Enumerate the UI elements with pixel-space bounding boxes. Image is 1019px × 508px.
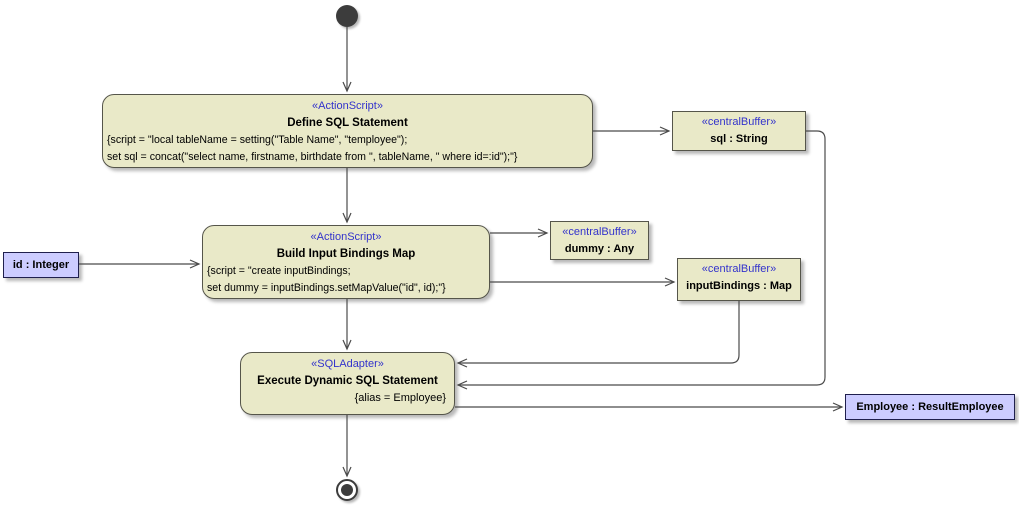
object-employee-result-employee: Employee : ResultEmployee: [845, 394, 1015, 420]
dummy-buffer-stereotype: «centralBuffer»: [562, 226, 637, 238]
define-sql-stereotype: «ActionScript»: [312, 100, 383, 112]
buffer-input-bindings-map: «centralBuffer» inputBindings : Map: [677, 258, 801, 301]
define-sql-script-line-1: {script = "local tableName = setting("Ta…: [107, 134, 408, 146]
execute-sql-title: Execute Dynamic SQL Statement: [257, 375, 438, 387]
edge-input-bindings-buffer-to-execute: [456, 301, 740, 368]
action-define-sql-statement: «ActionScript» Define SQL Statement {scr…: [102, 94, 593, 168]
buffer-dummy-any: «centralBuffer» dummy : Any: [550, 221, 649, 260]
buffer-sql-string: «centralBuffer» sql : String: [672, 111, 806, 151]
id-object-label: id : Integer: [12, 259, 70, 271]
action-build-input-bindings-map: «ActionScript» Build Input Bindings Map …: [202, 225, 490, 299]
sql-buffer-label: sql : String: [710, 133, 768, 145]
build-bindings-stereotype: «ActionScript»: [310, 231, 382, 243]
final-node-dot: [341, 484, 353, 496]
object-id-integer: id : Integer: [3, 252, 79, 278]
build-bindings-title: Build Input Bindings Map: [276, 248, 416, 260]
input-bindings-buffer-stereotype: «centralBuffer»: [701, 263, 777, 275]
execute-sql-alias-tag: {alias = Employee}: [354, 392, 446, 404]
build-bindings-script-line-2: set dummy = inputBindings.setMapValue("i…: [207, 282, 446, 294]
initial-node: [336, 5, 358, 27]
action-execute-dynamic-sql-statement: «SQLAdapter» Execute Dynamic SQL Stateme…: [240, 352, 455, 415]
execute-sql-stereotype: «SQLAdapter»: [311, 358, 384, 370]
define-sql-script-line-2: set sql = concat("select name, firstname…: [107, 151, 518, 163]
dummy-buffer-label: dummy : Any: [564, 243, 635, 255]
input-bindings-buffer-label: inputBindings : Map: [686, 280, 792, 292]
employee-object-label: Employee : ResultEmployee: [856, 401, 1004, 413]
build-bindings-script-line-1: {script = "create inputBindings;: [207, 265, 351, 277]
sql-buffer-stereotype: «centralBuffer»: [701, 116, 777, 128]
define-sql-title: Define SQL Statement: [287, 117, 408, 129]
final-node: [336, 479, 358, 501]
